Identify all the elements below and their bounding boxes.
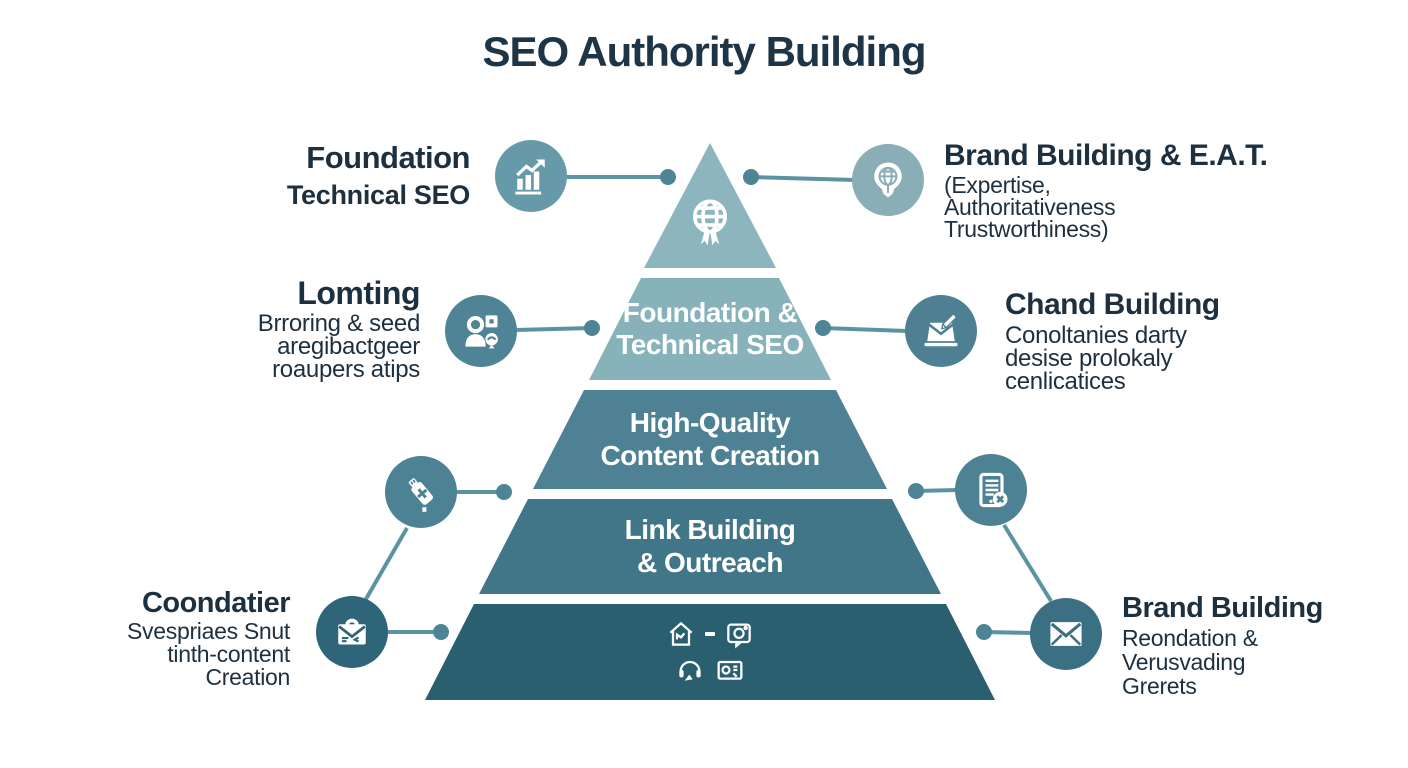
- callout-line: Conoltanies darty: [1005, 322, 1187, 349]
- callout-line: (Expertise,: [944, 172, 1051, 198]
- pyramid-tier-content: High-Quality Content Creation: [533, 390, 887, 489]
- callout-line: Verusvading: [1122, 649, 1246, 675]
- laptop-mail-icon: [905, 295, 977, 367]
- callout-line: Grerets: [1122, 673, 1197, 699]
- callout-line: desise prolokaly: [1005, 345, 1173, 372]
- pyramid-tier-base: [425, 604, 995, 700]
- page-title: SEO Authority Building: [482, 28, 926, 75]
- tier-label: High-Quality Content Creation: [600, 407, 820, 471]
- callout-line: Trustworthiness): [944, 216, 1109, 242]
- callout-foundation: Foundation Technical SEO: [286, 138, 471, 212]
- tablet-x-icon: [955, 454, 1027, 526]
- callout-brand-building: Brand Building Reondation & Verusvading …: [1122, 590, 1323, 698]
- dash-separator: [705, 632, 715, 636]
- callout-heading: Brand Building: [1122, 592, 1323, 624]
- callout-heading: Chand Building: [1005, 288, 1220, 321]
- tier-label: Foundation & Technical SEO: [616, 296, 804, 360]
- globe-award-icon: [681, 193, 739, 262]
- callout-heading: Coondatier: [141, 587, 291, 619]
- callout-line: Brroring & seed: [257, 310, 421, 337]
- lightbulb-globe-icon: [852, 144, 924, 216]
- callout-line: Creation: [205, 664, 290, 690]
- callout-line: roaupers atips: [272, 356, 420, 383]
- callout-line: Technical SEO: [286, 180, 470, 210]
- callout-heading: Lomting: [297, 275, 420, 311]
- callout-line: Svespriaes Snut: [127, 618, 290, 644]
- callout-brand-eat: Brand Building & E.A.T. (Expertise, Auth…: [944, 138, 1268, 242]
- callout-heading: Brand Building & E.A.T.: [944, 139, 1268, 172]
- callout-coondatier: Coondatier Svespriaes Snut tinth-content…: [127, 586, 290, 689]
- callout-lomting: Lomting Brroring & seed aregibactgeer ro…: [257, 274, 421, 383]
- callout-line: tinth-content: [167, 641, 290, 667]
- person-badge-icon: [445, 295, 517, 367]
- briefcase-mail-icon: [316, 596, 388, 668]
- callout-line: Reondation &: [1122, 625, 1258, 651]
- camera-icon: [723, 618, 755, 650]
- tier-label: Link Building & Outreach: [624, 514, 796, 578]
- callout-chand-building: Chand Building Conoltanies darty desise …: [1005, 286, 1220, 395]
- growth-chart-icon: [495, 140, 567, 212]
- house-icon: [665, 618, 697, 650]
- video-screen-icon: [714, 654, 746, 686]
- base-icon-cluster: [665, 618, 755, 686]
- pyramid-tier-links: Link Building & Outreach: [479, 499, 941, 594]
- headset-icon: [674, 654, 706, 686]
- usb-plus-icon: [385, 456, 457, 528]
- callout-line: aregibactgeer: [277, 333, 420, 360]
- callout-heading: Foundation: [306, 140, 470, 175]
- callout-line: Authoritativeness: [944, 194, 1116, 220]
- envelope-icon: [1030, 598, 1102, 670]
- callout-line: cenlicatices: [1005, 368, 1126, 395]
